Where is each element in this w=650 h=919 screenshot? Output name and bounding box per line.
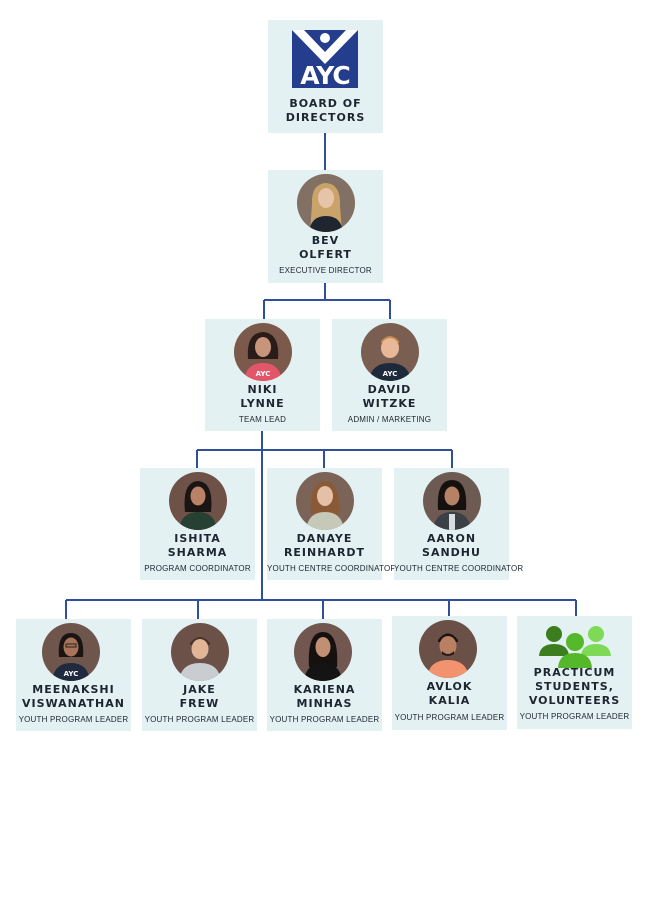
avlok-name: AVLOK KALIA bbox=[426, 680, 473, 707]
person-card-niki-lynne: AYC NIKI LYNNE TEAM LEAD bbox=[205, 319, 320, 431]
meenakshi-name: MEENAKSHI VISWANATHAN bbox=[22, 683, 125, 710]
kariena-photo bbox=[294, 623, 352, 681]
avlok-photo bbox=[419, 620, 477, 678]
meenakshi-photo: AYC bbox=[42, 623, 100, 681]
jake-title: YOUTH PROGRAM LEADER bbox=[144, 715, 255, 724]
person-card-danaye-reinhardt: DANAYE REINHARDT YOUTH CENTRE COORDINATO… bbox=[267, 468, 397, 580]
person-card-kariena-minhas: KARIENA MINHAS YOUTH PROGRAM LEADER bbox=[267, 619, 382, 731]
person-card-aaron-sandhu: AARON SANDHU YOUTH CENTRE COORDINATOR bbox=[394, 468, 524, 580]
person-card-avlok-kalia: AVLOK KALIA YOUTH PROGRAM LEADER bbox=[392, 616, 507, 730]
practicum-title: YOUTH PROGRAM LEADER bbox=[519, 712, 630, 721]
ishita-title: PROGRAM COORDINATOR bbox=[144, 564, 251, 573]
danaye-name: DANAYE REINHARDT bbox=[283, 532, 366, 559]
bev-photo bbox=[297, 174, 355, 232]
person-card-jake-frew: JAKE FREW YOUTH PROGRAM LEADER bbox=[142, 619, 257, 731]
david-photo: AYC bbox=[361, 323, 419, 381]
ishita-photo bbox=[169, 472, 227, 530]
jake-name: JAKE FREW bbox=[179, 683, 220, 710]
aaron-title: YOUTH CENTRE COORDINATOR bbox=[394, 564, 524, 573]
svg-text:AYC: AYC bbox=[383, 370, 398, 378]
aaron-name: AARON SANDHU bbox=[422, 532, 481, 559]
kariena-name: KARIENA MINHAS bbox=[293, 683, 356, 710]
practicum-name: PRACTICUM STUDENTS, VOLUNTEERS bbox=[528, 666, 621, 707]
person-card-practicum-students-volunteers: PRACTICUM STUDENTS, VOLUNTEERS YOUTH PRO… bbox=[517, 616, 632, 729]
aaron-photo bbox=[423, 472, 481, 530]
danaye-title: YOUTH CENTRE COORDINATOR bbox=[267, 564, 397, 573]
david-name: DAVID WITZKE bbox=[362, 383, 417, 410]
niki-title: TEAM LEAD bbox=[238, 415, 287, 424]
meenakshi-title: YOUTH PROGRAM LEADER bbox=[18, 715, 129, 724]
jake-photo bbox=[171, 623, 229, 681]
niki-photo: AYC bbox=[234, 323, 292, 381]
bev-name: BEV OLFERT bbox=[299, 234, 352, 261]
ishita-name: ISHITA SHARMA bbox=[167, 532, 228, 559]
david-title: ADMIN / MARKETING bbox=[347, 415, 432, 424]
avlok-title: YOUTH PROGRAM LEADER bbox=[394, 713, 505, 722]
person-card-ishita-sharma: ISHITA SHARMA PROGRAM COORDINATOR bbox=[140, 468, 255, 580]
people-group-icon bbox=[539, 626, 611, 668]
person-card-meenakshi-viswanathan: AYC MEENAKSHI VISWANATHAN YOUTH PROGRAM … bbox=[16, 619, 131, 731]
kariena-title: YOUTH PROGRAM LEADER bbox=[269, 715, 380, 724]
board-of-directors-box: AYC BOARD OF DIRECTORS bbox=[268, 20, 383, 133]
niki-name: NIKI LYNNE bbox=[240, 383, 285, 410]
person-card-bev-olfert: BEV OLFERT EXECUTIVE DIRECTOR bbox=[268, 170, 383, 283]
danaye-photo bbox=[296, 472, 354, 530]
ayc-logo-icon: AYC bbox=[292, 30, 358, 88]
svg-text:AYC: AYC bbox=[64, 670, 79, 678]
bev-title: EXECUTIVE DIRECTOR bbox=[279, 266, 372, 275]
svg-text:AYC: AYC bbox=[256, 370, 271, 378]
svg-text:AYC: AYC bbox=[300, 61, 350, 88]
board-label: BOARD OF DIRECTORS bbox=[285, 97, 366, 124]
person-card-david-witzke: AYC DAVID WITZKE ADMIN / MARKETING bbox=[332, 319, 447, 431]
